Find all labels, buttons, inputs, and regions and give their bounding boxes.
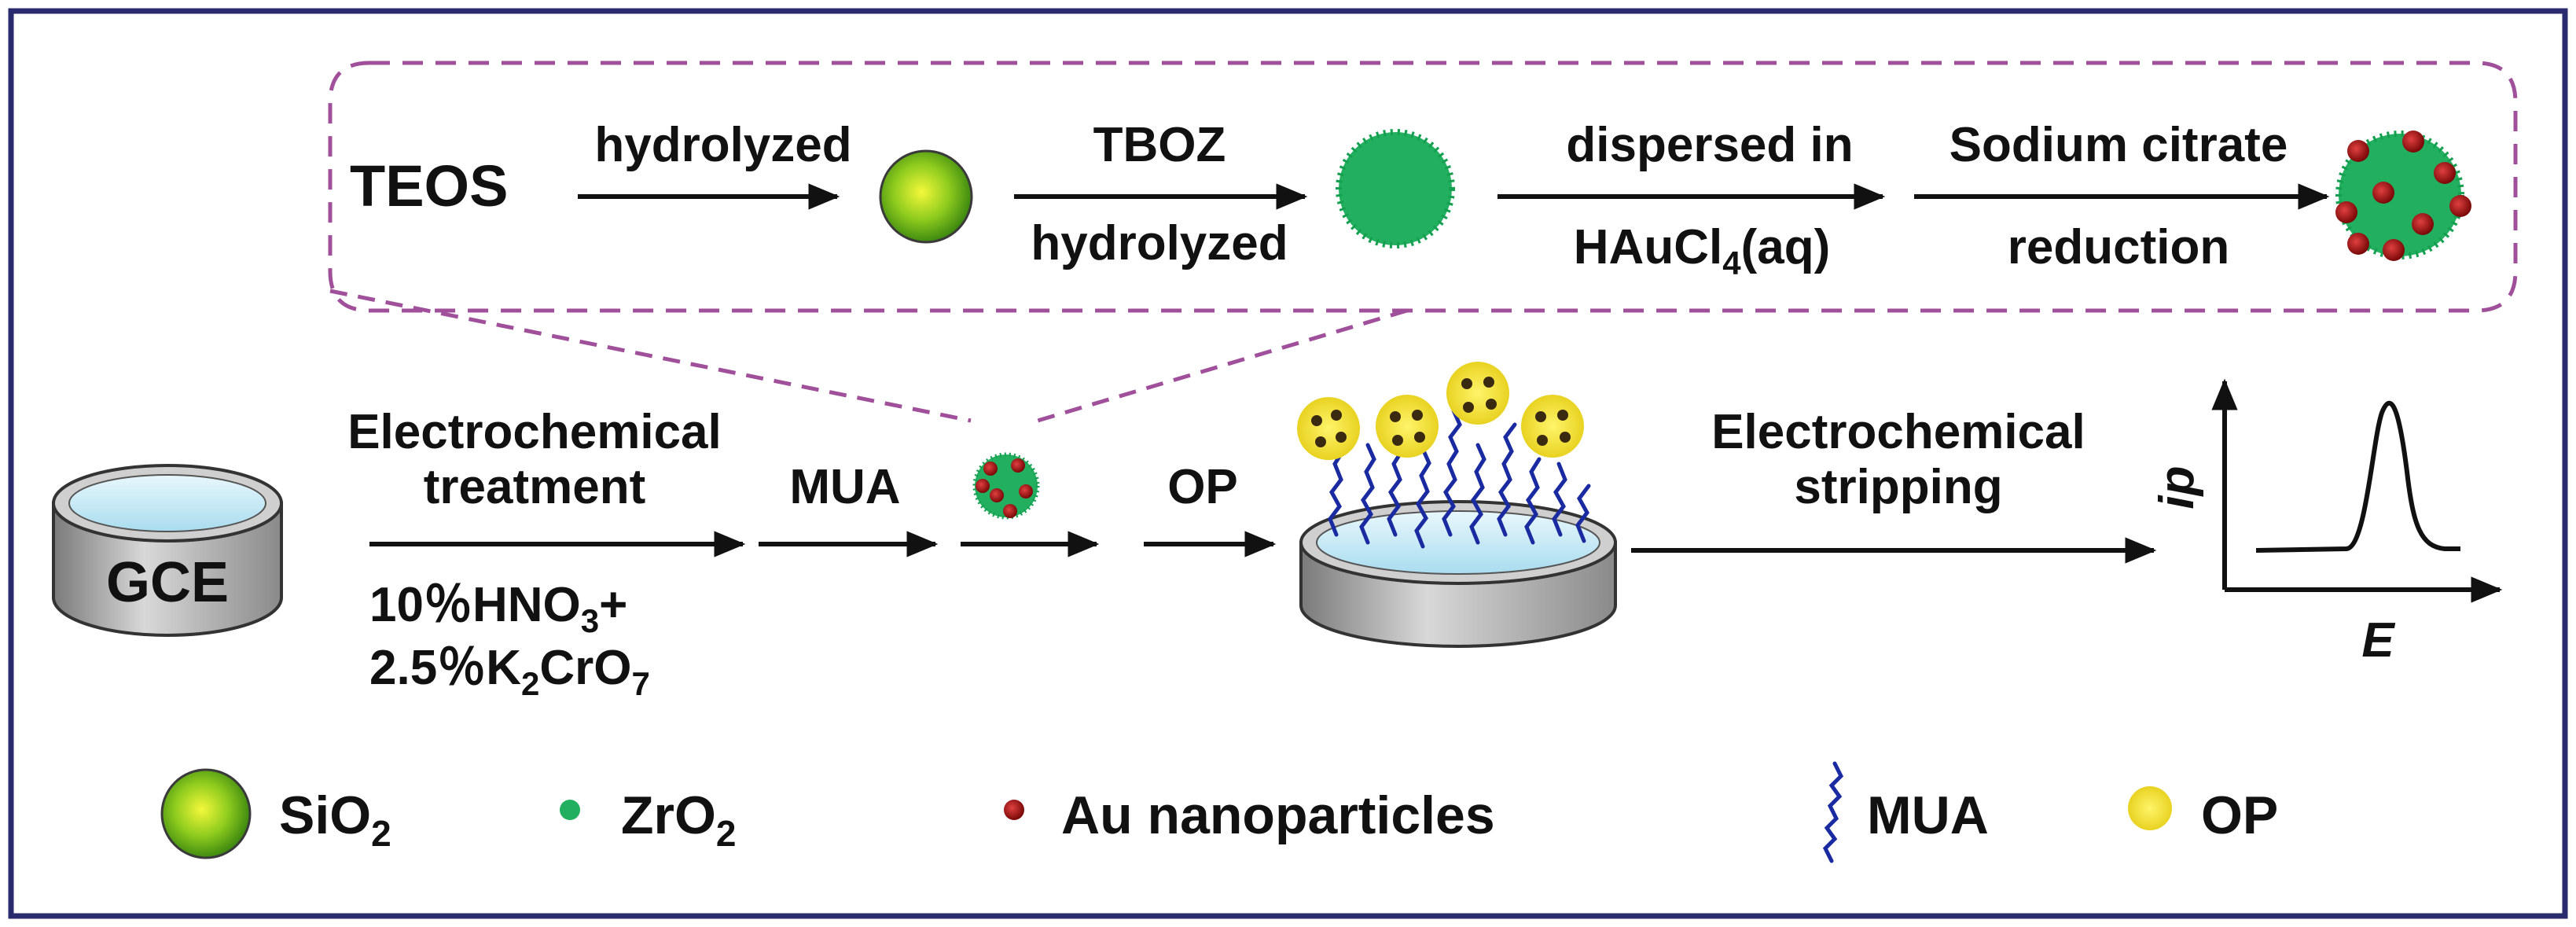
step3-label-above: dispersed in: [1566, 118, 1853, 172]
sio2-zro2-particle: [1336, 129, 1455, 248]
teos-label: TEOS: [350, 153, 508, 219]
legend-mua-label: MUA: [1867, 785, 1989, 845]
plot-xlabel: E: [2361, 613, 2395, 668]
legend-zro2-label: ZrO2: [621, 785, 737, 854]
gce-label: GCE: [106, 551, 229, 614]
legend-sio2-icon: [160, 768, 252, 859]
step3-label-below: HAuCl4(aq): [1574, 220, 1830, 281]
pretreatment-label-line1: Electrochemical: [347, 405, 722, 459]
gce-electrode: [52, 464, 283, 637]
reagent-hno3: 10％HNO3+: [369, 578, 627, 639]
callout-leader-left: [329, 289, 972, 423]
stripping-label-line2: stripping: [1794, 460, 2002, 514]
legend-au-label: Au nanoparticles: [1061, 785, 1495, 845]
op-step-label: OP: [1167, 460, 1238, 514]
plot-ylabel: ip: [2150, 465, 2204, 509]
sio2-core-particle: [879, 149, 973, 244]
step4-label-below: reduction: [2008, 220, 2229, 274]
outer-frame: [8, 8, 2568, 919]
callout-leader-right: [1037, 308, 1408, 423]
step4-label-above: Sodium citrate: [1949, 118, 2288, 172]
step1-label-above: hydrolyzed: [594, 118, 851, 172]
au-decorated-particle: [2335, 131, 2471, 261]
mua-step-label: MUA: [789, 460, 900, 514]
modified-electrode: [1297, 362, 1617, 648]
step2-label-above: TBOZ: [1093, 118, 1226, 172]
reagent-k2cro7: 2.5％K2CrO7: [369, 641, 650, 702]
legend-zro2-icon: [560, 800, 580, 820]
pretreatment-label-line2: treatment: [424, 460, 646, 514]
small-composite-particle: [972, 452, 1040, 520]
dashed-callout-box: [328, 61, 2518, 313]
step2-label-below: hydrolyzed: [1031, 216, 1288, 270]
stripping-peak-curve: [2255, 400, 2460, 553]
voltammogram-plot: [2211, 378, 2503, 603]
legend-au-icon: [1004, 800, 1024, 820]
legend-sio2-label: SiO2: [279, 785, 391, 854]
legend-op-label: OP: [2201, 785, 2278, 845]
legend-op-icon: [2128, 786, 2172, 830]
stripping-label-line1: Electrochemical: [1711, 405, 2085, 459]
legend-mua-icon: [1822, 761, 1844, 863]
